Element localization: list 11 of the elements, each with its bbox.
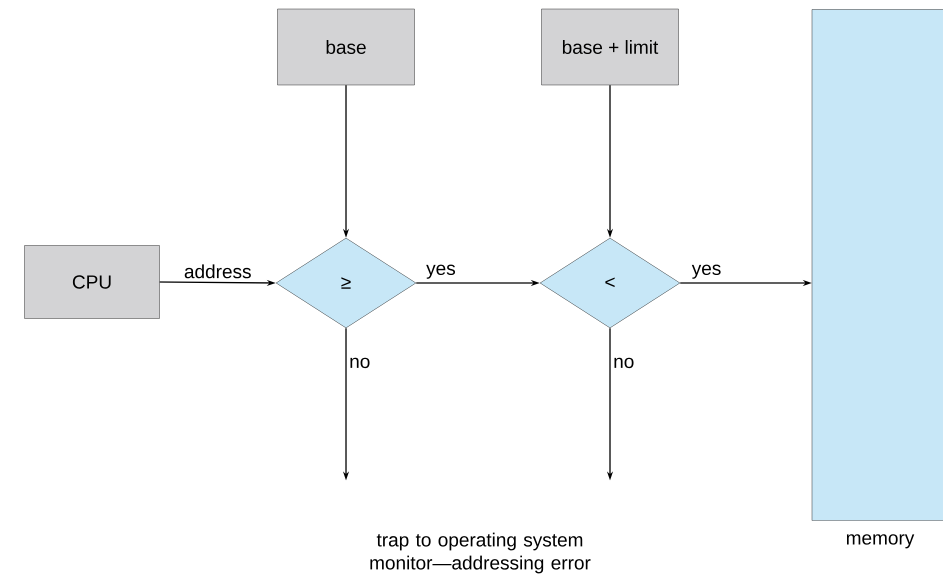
process-box: CPU (24, 245, 160, 319)
process-box: base + limit (541, 8, 679, 86)
node-label: memory (846, 534, 914, 548)
edge-label: address (184, 264, 251, 278)
edge-label: yes (426, 264, 456, 279)
process-box: base (277, 8, 415, 86)
edge-label: no (614, 358, 634, 368)
edge-label: no (350, 358, 370, 368)
result-text: trap to operating system monitor—addressing error (370, 532, 591, 574)
edge-label: yes (692, 264, 721, 279)
memory-block: memory (812, 9, 943, 548)
